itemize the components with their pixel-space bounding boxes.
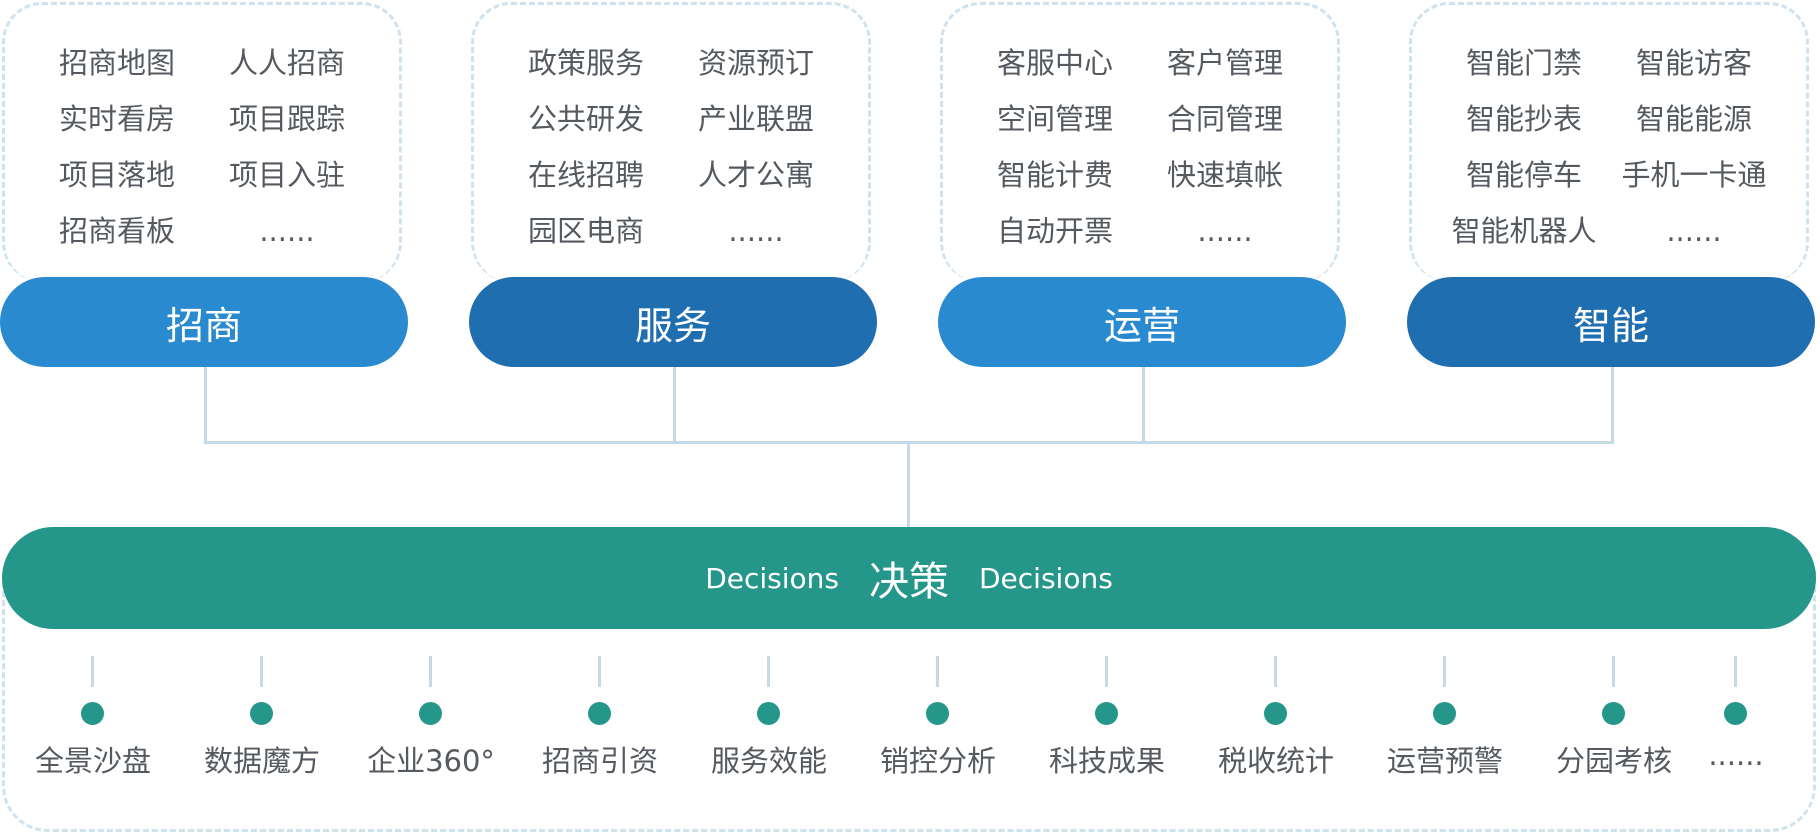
module-item[interactable]: 公共研发 bbox=[527, 102, 645, 136]
module-item[interactable]: 快速填帐 bbox=[1166, 158, 1284, 192]
module-item: ...... bbox=[728, 214, 784, 248]
tick-line bbox=[1443, 656, 1446, 687]
dot-icon bbox=[81, 702, 104, 725]
dot-icon bbox=[419, 702, 442, 725]
module-item[interactable]: 空间管理 bbox=[996, 102, 1114, 136]
tick-line bbox=[1612, 656, 1615, 687]
module-item[interactable]: 智能门禁 bbox=[1465, 46, 1583, 80]
dot-icon bbox=[926, 702, 949, 725]
module-item[interactable]: 客户管理 bbox=[1166, 46, 1284, 80]
dot-icon bbox=[1433, 702, 1456, 725]
decision-container bbox=[2, 570, 1816, 832]
tick-line bbox=[260, 656, 263, 687]
decision-en-right: Decisions bbox=[979, 561, 1113, 595]
decision-item-label: 分园考核 bbox=[1555, 744, 1672, 778]
module-item[interactable]: 项目落地 bbox=[58, 158, 176, 192]
module-item[interactable]: 手机一卡通 bbox=[1621, 158, 1767, 192]
tick-line bbox=[91, 656, 94, 687]
tick-line bbox=[767, 656, 770, 687]
module-card-0: 招商地图 人人招商 实时看房 项目跟踪 项目落地 项目入驻 招商看板 .....… bbox=[2, 2, 402, 282]
module-item[interactable]: 智能能源 bbox=[1635, 102, 1753, 136]
decision-item-label: ...... bbox=[1708, 738, 1764, 772]
module-item: ...... bbox=[1197, 214, 1253, 248]
decision-title: 决策 bbox=[869, 559, 949, 605]
tick-line bbox=[1274, 656, 1277, 687]
module-item[interactable]: 招商看板 bbox=[58, 214, 176, 248]
module-pill-3[interactable]: 智能 bbox=[1407, 277, 1815, 367]
module-item[interactable]: 智能机器人 bbox=[1451, 214, 1597, 248]
decision-item-label: 数据魔方 bbox=[203, 744, 320, 778]
module-item[interactable]: 人才公寓 bbox=[697, 158, 815, 192]
decision-item-label: 销控分析 bbox=[879, 744, 996, 778]
module-pill-0[interactable]: 招商 bbox=[0, 277, 408, 367]
module-card-1: 政策服务 资源预订 公共研发 产业联盟 在线招聘 人才公寓 园区电商 .....… bbox=[471, 2, 871, 282]
connector-vertical bbox=[1142, 367, 1145, 444]
module-item[interactable]: 招商地图 bbox=[58, 46, 176, 80]
decision-item-label: 运营预警 bbox=[1386, 744, 1503, 778]
module-item[interactable]: 政策服务 bbox=[527, 46, 645, 80]
tick-line bbox=[1734, 656, 1737, 687]
module-item[interactable]: 合同管理 bbox=[1166, 102, 1284, 136]
module-card-2: 客服中心 客户管理 空间管理 合同管理 智能计费 快速填帐 自动开票 .....… bbox=[940, 2, 1340, 282]
module-pill-1[interactable]: 服务 bbox=[469, 277, 877, 367]
module-item: ...... bbox=[1666, 214, 1722, 248]
module-item[interactable]: 实时看房 bbox=[58, 102, 176, 136]
module-item: ...... bbox=[259, 214, 315, 248]
decision-item-label: 企业360° bbox=[367, 744, 495, 778]
decision-item-label: 服务效能 bbox=[710, 744, 827, 778]
decision-bar[interactable]: Decisions 决策 Decisions bbox=[2, 527, 1816, 629]
module-item[interactable]: 智能访客 bbox=[1635, 46, 1753, 80]
module-item[interactable]: 人人招商 bbox=[228, 46, 346, 80]
module-item[interactable]: 产业联盟 bbox=[697, 102, 815, 136]
decision-item-label: 招商引资 bbox=[541, 744, 658, 778]
dot-icon bbox=[1602, 702, 1625, 725]
tick-line bbox=[429, 656, 432, 687]
dot-icon bbox=[588, 702, 611, 725]
tick-line bbox=[598, 656, 601, 687]
module-card-3: 智能门禁 智能访客 智能抄表 智能能源 智能停车 手机一卡通 智能机器人 ...… bbox=[1409, 2, 1809, 282]
module-item[interactable]: 自动开票 bbox=[996, 214, 1114, 248]
module-item[interactable]: 智能停车 bbox=[1465, 158, 1583, 192]
module-item[interactable]: 智能抄表 bbox=[1465, 102, 1583, 136]
module-item[interactable]: 项目入驻 bbox=[228, 158, 346, 192]
dot-icon bbox=[250, 702, 273, 725]
module-item[interactable]: 资源预订 bbox=[697, 46, 815, 80]
connector-trunk bbox=[907, 441, 910, 527]
module-item[interactable]: 智能计费 bbox=[996, 158, 1114, 192]
decision-item-label: 全景沙盘 bbox=[34, 744, 151, 778]
connector-vertical bbox=[1611, 367, 1614, 444]
module-item[interactable]: 在线招聘 bbox=[527, 158, 645, 192]
module-pill-2[interactable]: 运营 bbox=[938, 277, 1346, 367]
connector-vertical bbox=[673, 367, 676, 444]
module-item[interactable]: 园区电商 bbox=[527, 214, 645, 248]
dot-icon bbox=[1724, 702, 1747, 725]
tick-line bbox=[936, 656, 939, 687]
decision-item-label: 科技成果 bbox=[1048, 744, 1165, 778]
dot-icon bbox=[757, 702, 780, 725]
module-item[interactable]: 客服中心 bbox=[996, 46, 1114, 80]
tick-line bbox=[1105, 656, 1108, 687]
connector-vertical bbox=[204, 367, 207, 444]
decision-item-label: 税收统计 bbox=[1217, 744, 1334, 778]
module-item[interactable]: 项目跟踪 bbox=[228, 102, 346, 136]
dot-icon bbox=[1264, 702, 1287, 725]
dot-icon bbox=[1095, 702, 1118, 725]
decision-en-left: Decisions bbox=[705, 561, 839, 595]
